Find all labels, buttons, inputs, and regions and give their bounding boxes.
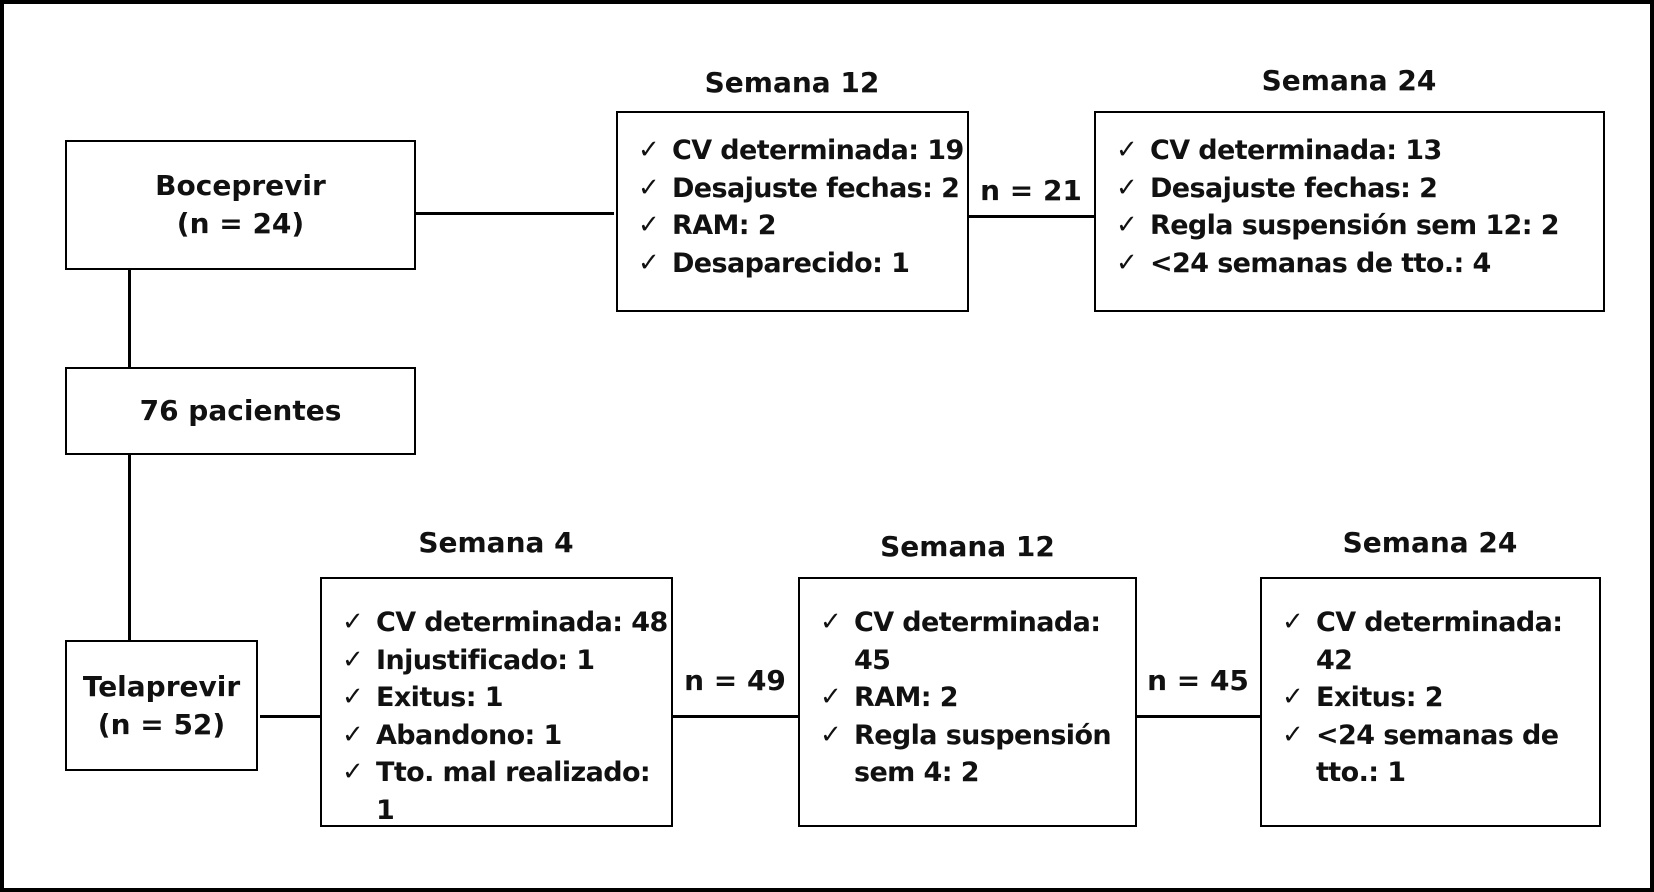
list-item: ✓ CV determinada: 19 [638,132,967,170]
boc-w12-title: Semana 12 [704,66,880,99]
list-item-text: Desaparecido: 1 [672,247,910,279]
connector-telw12-telw24 [1136,715,1260,718]
list-item: ✓ Desajuste fechas: 2 [638,170,967,208]
list-item: ✓ Desaparecido: 1 [638,245,967,283]
list-item: ✓ CV determinada: 42 [1282,604,1587,679]
check-icon: ✓ [820,719,842,750]
boceprevir-box: Boceprevir (n = 24) [65,140,416,270]
tel-w12-box: ✓ CV determinada: 45 ✓ RAM: 2 ✓ Regla suspens… [798,577,1137,827]
check-icon: ✓ [638,172,660,203]
check-icon: ✓ [1282,682,1304,712]
list-item-text: CV determinada: 19 [672,135,964,166]
tel-w12-title: Semana 12 [880,530,1055,563]
check-icon: ✓ [1116,172,1138,203]
list-item: ✓ Exitus: 2 [1282,679,1587,717]
total-patients-label: 76 pacientes [139,394,342,427]
list-item-text: Regla suspensión sem 12: 2 [1150,210,1560,241]
list-item: ✓ CV determinada: 13 [1116,132,1603,170]
list-item: ✓ <24 semanas de tto.: 1 [1282,717,1587,792]
list-item-text: Desajuste fechas: 2 [1150,172,1438,204]
tel-w4-list: ✓ CV determinada: 48 ✓ Injustificado: 1 ✓ Exi… [342,604,671,829]
check-icon: ✓ [638,210,660,240]
list-item-text: <24 semanas de tto.: 4 [1150,247,1491,279]
list-item-text: Exitus: 1 [376,682,504,713]
check-icon: ✓ [638,247,660,278]
list-item-text: RAM: 2 [854,682,959,713]
boc-n-label: n = 21 [980,174,1082,207]
list-item-text: Exitus: 2 [1316,682,1444,713]
check-icon: ✓ [820,682,842,712]
list-item-text: Regla suspensión sem 4: 2 [854,719,1112,789]
telaprevir-label: Telaprevir [82,669,241,703]
list-item-text: RAM: 2 [672,210,777,241]
total-patients-box: 76 pacientes [65,367,416,455]
tel-n1-label: n = 49 [684,664,786,697]
list-item: ✓ Tto. mal realizado: 1 [342,754,671,829]
list-item: ✓ CV determinada: 48 [342,604,671,642]
connector-telap-vertical [128,454,131,640]
list-item-text: Injustificado: 1 [376,644,595,676]
connector-telw4-telw12 [672,715,798,718]
check-icon: ✓ [638,135,660,165]
boc-w24-list: ✓CV determinada: 13✓Desajuste fechas: 2✓… [1116,132,1603,282]
list-item: ✓ Desajuste fechas: 2 [1116,170,1603,208]
list-item-text: CV determinada: 42 [1316,607,1563,676]
telaprevir-count: (n = 52) [97,707,226,741]
check-icon: ✓ [342,757,364,787]
list-item: ✓ <24 semanas de tto.: 4 [1116,245,1603,283]
tel-w4-title: Semana 4 [418,526,574,559]
list-item: ✓ Regla suspensión sem 12: 2 [1116,207,1603,245]
boc-w12-box: ✓CV determinada: 19✓Desajuste fechas: 2✓… [616,111,969,312]
check-icon: ✓ [342,644,364,675]
list-item-text: CV determinada: 13 [1150,135,1442,166]
list-item: ✓ Exitus: 1 [342,679,671,717]
check-icon: ✓ [1116,247,1138,278]
list-item-text: Desajuste fechas: 2 [672,172,960,204]
tel-n2-label: n = 45 [1147,664,1249,697]
tel-w24-box: ✓ CV determinada: 42 ✓ Exitus: 2 ✓ <24 semana… [1260,577,1601,827]
check-icon: ✓ [342,607,364,637]
list-item-text: <24 semanas de tto.: 1 [1316,719,1559,789]
boc-w24-title: Semana 24 [1261,64,1437,97]
boceprevir-label: Boceprevir [155,169,326,202]
list-item: ✓ Regla suspensión sem 4: 2 [820,717,1123,792]
list-item: ✓ CV determinada: 45 [820,604,1123,679]
tel-w24-list: ✓ CV determinada: 42 ✓ Exitus: 2 ✓ <24 semana… [1282,604,1587,792]
list-item-text: Abandono: 1 [376,719,562,751]
connector-bocw12-bocw24 [968,215,1094,218]
connector-telap-w4 [260,715,320,718]
boceprevir-count: (n = 24) [176,207,305,240]
boc-w12-list: ✓CV determinada: 19✓Desajuste fechas: 2✓… [638,132,967,282]
tel-w12-list: ✓ CV determinada: 45 ✓ RAM: 2 ✓ Regla suspens… [820,604,1123,792]
telaprevir-box: Telaprevir (n = 52) [65,640,258,771]
check-icon: ✓ [342,682,364,712]
list-item-text: Tto. mal realizado: 1 [376,757,651,826]
list-item-text: CV determinada: 48 [376,607,668,638]
list-item: ✓ Injustificado: 1 [342,642,671,680]
check-icon: ✓ [820,607,842,637]
check-icon: ✓ [1116,210,1138,240]
boc-w24-box: ✓CV determinada: 13✓Desajuste fechas: 2✓… [1094,111,1605,312]
check-icon: ✓ [1282,719,1304,750]
check-icon: ✓ [1282,607,1304,637]
connector-bocep-vertical [128,270,131,367]
tel-w24-title: Semana 24 [1342,526,1518,559]
list-item-text: CV determinada: 45 [854,607,1101,676]
list-item: ✓ RAM: 2 [820,679,1123,717]
check-icon: ✓ [342,719,364,750]
tel-w4-box: ✓ CV determinada: 48 ✓ Injustificado: 1 ✓ Exi… [320,577,673,827]
list-item: ✓ Abandono: 1 [342,717,671,755]
check-icon: ✓ [1116,135,1138,165]
list-item: ✓ RAM: 2 [638,207,967,245]
connector-bocep-w12 [416,212,614,215]
